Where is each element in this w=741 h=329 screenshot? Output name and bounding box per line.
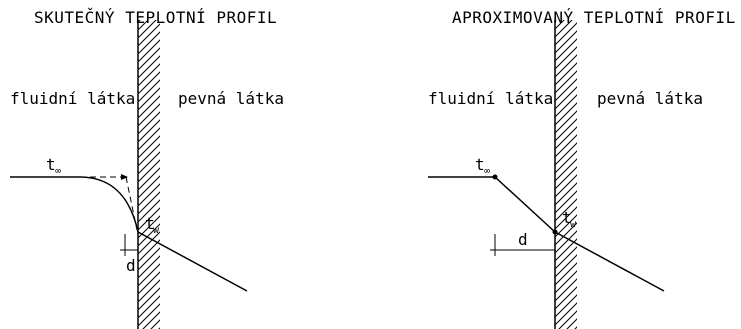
left-wall-hatch — [138, 20, 160, 329]
right-d-label: d — [518, 230, 528, 249]
right-wall-hatch — [555, 20, 577, 329]
left-tangent-slope — [125, 176, 138, 231]
right-t-w-subscript: w — [570, 219, 577, 230]
right-profile-solid-line — [554, 231, 665, 292]
left-d-dimension: d — [120, 234, 138, 275]
right-t-w-symbol: t — [562, 208, 572, 227]
right-t-inf-label: t ∞ — [475, 155, 490, 177]
right-d-dimension: d — [490, 230, 555, 256]
left-fluid-label: fluidní látka — [10, 89, 135, 108]
right-profile-film-line — [494, 176, 556, 233]
left-t-w-label: t w — [145, 214, 160, 236]
right-panel: APROXIMOVANÝ TEPLOTNÍ PROFIL fluidní lát… — [428, 8, 736, 329]
left-title: SKUTEČNÝ TEPLOTNÍ PROFIL — [34, 8, 277, 27]
left-panel: SKUTEČNÝ TEPLOTNÍ PROFIL fluidní látka p… — [10, 8, 284, 329]
right-title: APROXIMOVANÝ TEPLOTNÍ PROFIL — [452, 8, 736, 27]
right-t-inf-subscript: ∞ — [484, 166, 490, 177]
left-t-w-subscript: w — [153, 225, 160, 236]
right-t-w-label: t w — [562, 208, 577, 230]
left-wall — [137, 20, 160, 329]
left-t-inf-label: t ∞ — [46, 155, 61, 177]
left-t-inf-subscript: ∞ — [55, 166, 61, 177]
left-t-w-symbol: t — [145, 214, 155, 233]
left-profile-fluid-curve — [10, 176, 139, 233]
right-wall — [554, 20, 577, 329]
left-t-inf-symbol: t — [46, 155, 56, 174]
left-tangent-arrowhead — [121, 174, 128, 180]
right-t-inf-point — [492, 174, 498, 180]
right-t-w-point — [552, 229, 558, 235]
left-profile-solid-line — [137, 231, 248, 292]
left-solid-label: pevná látka — [178, 89, 284, 108]
right-t-inf-symbol: t — [475, 155, 485, 174]
right-fluid-label: fluidní látka — [428, 89, 553, 108]
right-solid-label: pevná látka — [597, 89, 703, 108]
left-d-label: d — [126, 256, 136, 275]
